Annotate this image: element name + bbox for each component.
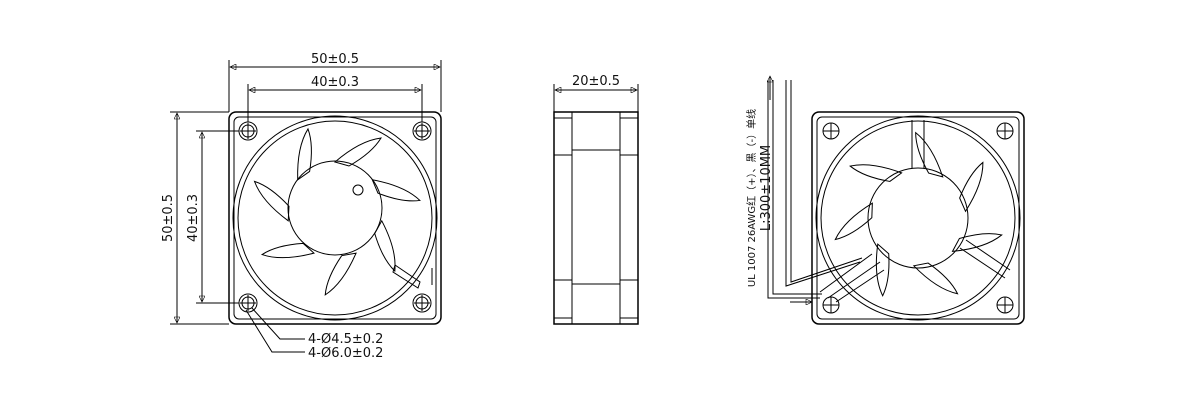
back-mounting-holes xyxy=(822,122,1014,314)
side-frame-outline xyxy=(553,111,639,325)
hole-spec-small: 4-Ø4.5±0.2 xyxy=(308,332,383,347)
dim-height-outer: 50±0.5 xyxy=(161,194,176,242)
dim-width-outer: 50±0.5 xyxy=(311,52,359,67)
front-hub-dot xyxy=(352,184,364,196)
wire-spec: UL 1007 26AWG红（+）、黑（-）单线 xyxy=(745,109,758,287)
front-frame-outer xyxy=(228,111,442,325)
back-frame-outer xyxy=(811,111,1025,325)
hole-spec-large: 4-Ø6.0±0.2 xyxy=(308,346,383,361)
dim-width-holes: 40±0.3 xyxy=(311,75,359,90)
side-view: 20±0.5 xyxy=(553,74,639,325)
back-view: UL 1007 26AWG红（+）、黑（-）单线 L:300±10MM xyxy=(745,76,1025,325)
back-hub xyxy=(867,167,969,269)
back-fan-blades xyxy=(834,132,1003,297)
lead-wires xyxy=(767,80,863,299)
back-frame-inner xyxy=(816,116,1020,320)
front-frame-inner xyxy=(233,116,437,320)
front-fan-blades xyxy=(253,128,421,296)
back-fan-inner-ring xyxy=(820,120,1016,316)
front-fan-outer-ring xyxy=(232,115,438,321)
dim-thickness: 20±0.5 xyxy=(572,74,620,89)
front-mounting-holes xyxy=(238,121,432,313)
wire-length: L:300±10MM xyxy=(759,145,774,231)
front-fan-inner-ring xyxy=(237,120,433,316)
front-hub xyxy=(287,160,383,256)
dim-height-holes: 40±0.3 xyxy=(186,194,201,242)
front-view: 50±0.5 40±0.3 50±0.5 40±0.3 4-Ø4.5±0.2 4… xyxy=(161,52,442,361)
back-fan-outer-ring xyxy=(815,115,1021,321)
hole-leader-lines xyxy=(245,307,305,353)
